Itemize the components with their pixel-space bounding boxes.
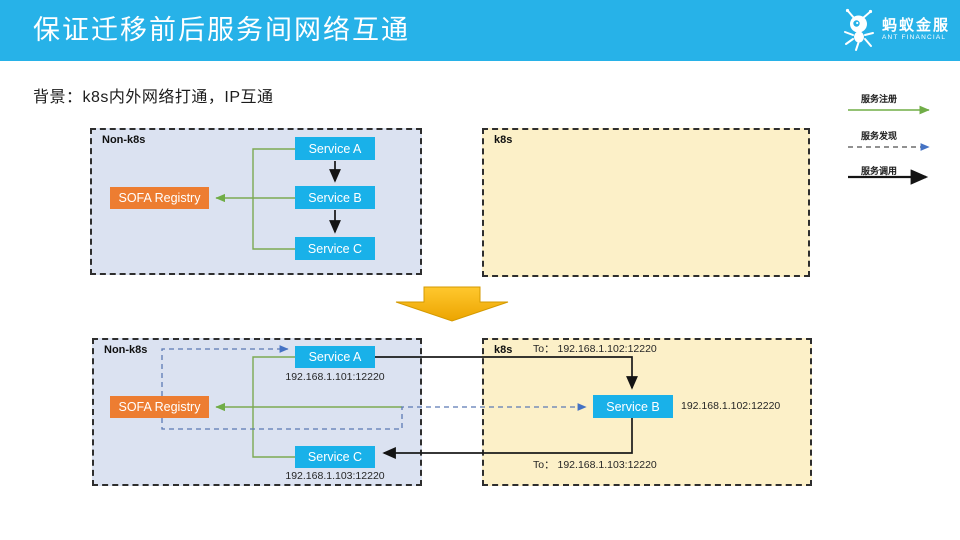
after-service-a-node: Service A [295, 346, 375, 368]
before-service-a-node: Service A [295, 137, 375, 160]
legend-label-discover: 服务发现 [861, 131, 898, 141]
after-service-b-node: Service B [593, 395, 673, 418]
background-note: 背景：k8s内外网络打通，IP互通 [33, 89, 274, 106]
service-a-address: 192.168.1.101:12220 [285, 371, 385, 383]
before-non-k8s-label: Non-k8s [102, 134, 146, 146]
after-non-k8s-label: Non-k8s [104, 344, 148, 356]
before-service-c-node: Service C [295, 237, 375, 260]
after-service-c-node: Service C [295, 446, 375, 468]
ant-icon [843, 8, 874, 51]
after-sofa-registry-node: SOFA Registry [110, 396, 209, 418]
page-title: 保证迁移前后服务间网络互通 [33, 15, 410, 45]
service-c-address: 192.168.1.103:12220 [285, 470, 385, 482]
before-k8s-label: k8s [494, 134, 513, 146]
header-bar: 保证迁移前后服务间网络互通 蚂蚁金服 ANT FINA [0, 0, 960, 61]
legend-label-invoke: 服务调用 [861, 166, 898, 176]
before-k8s-region [482, 128, 810, 277]
brand-text: 蚂蚁金服 ANT FINANCIAL [882, 18, 950, 42]
before-sofa-registry-node: SOFA Registry [110, 187, 209, 209]
brand-name-cn: 蚂蚁金服 [881, 17, 950, 35]
service-b-address: 192.168.1.102:12220 [681, 400, 781, 412]
legend-label-register: 服务注册 [861, 94, 898, 104]
transition-down-arrow [395, 286, 509, 322]
after-k8s-label: k8s [494, 344, 513, 356]
route-to-service-c-label: To： 192.168.1.103:12220 [533, 459, 657, 471]
brand-logo: 蚂蚁金服 ANT FINANCIAL [841, 8, 950, 52]
route-to-service-b-label: To： 192.168.1.102:12220 [533, 343, 657, 355]
brand-name-en: ANT FINANCIAL [881, 34, 947, 42]
before-service-b-node: Service B [295, 186, 375, 209]
